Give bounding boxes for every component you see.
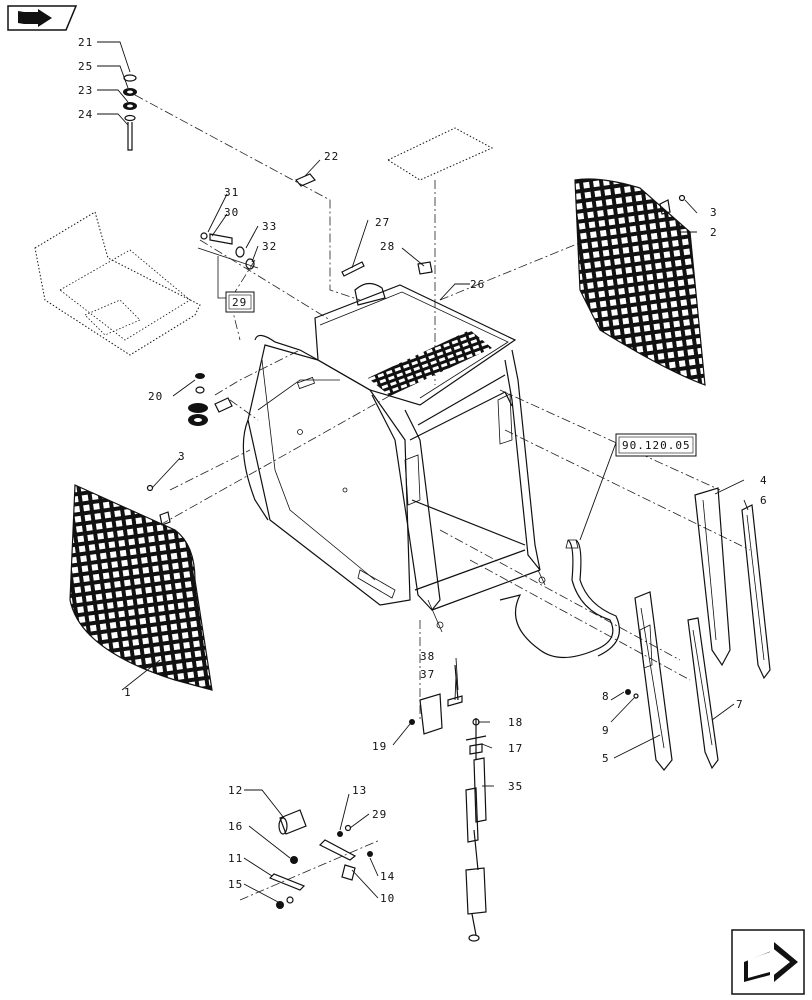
callouts: 21 25 23 24 22 31 30 33 32 27 28 26 20 3… xyxy=(78,36,768,905)
callout-8: 8 xyxy=(602,690,610,703)
fastener-8-9 xyxy=(625,689,639,699)
hardware-30-33 xyxy=(197,232,259,299)
callout-28: 28 xyxy=(380,240,395,253)
left-side-screen xyxy=(69,484,213,691)
mount-20 xyxy=(188,373,233,426)
callout-3-left: 3 xyxy=(178,450,186,463)
callout-10: 10 xyxy=(380,892,395,905)
callout-30: 30 xyxy=(224,206,239,219)
callout-13: 13 xyxy=(352,784,367,797)
trim-rail-5 xyxy=(634,591,673,771)
callout-25: 25 xyxy=(78,60,93,73)
callout-21: 21 xyxy=(78,36,93,49)
callout-1: 1 xyxy=(124,686,132,699)
callout-12: 12 xyxy=(228,784,243,797)
callout-24: 24 xyxy=(78,108,93,121)
gas-strut-35 xyxy=(465,718,487,942)
callout-33: 33 xyxy=(262,220,277,233)
callout-22: 22 xyxy=(324,150,339,163)
callout-7: 7 xyxy=(736,698,744,711)
callout-29: 29 xyxy=(372,808,387,821)
callout-31: 31 xyxy=(224,186,239,199)
callout-15: 15 xyxy=(228,878,243,891)
callout-16: 16 xyxy=(228,820,243,833)
callout-18: 18 xyxy=(508,716,523,729)
bracket-37-38 xyxy=(409,664,463,735)
linkage-10-16 xyxy=(268,809,373,909)
hardware-stack-21-24 xyxy=(123,74,137,151)
next-page-arrow-icon[interactable] xyxy=(731,929,805,995)
callout-19: 19 xyxy=(372,740,387,753)
ref-box-29[interactable]: 29 xyxy=(225,291,255,313)
callout-9: 9 xyxy=(602,724,610,737)
callout-5: 5 xyxy=(602,752,610,765)
callout-11: 11 xyxy=(228,852,243,865)
roof-glass-panel xyxy=(386,127,494,181)
callout-20: 20 xyxy=(148,390,163,403)
callout-32: 32 xyxy=(262,240,277,253)
trim-rail-6 xyxy=(741,504,771,680)
callout-26: 26 xyxy=(470,278,485,291)
book-arrow-icon[interactable] xyxy=(7,5,78,31)
ref-box-29-label: 29 xyxy=(232,296,247,309)
screw-3-right xyxy=(659,194,686,215)
ref-box-section[interactable]: 90.120.05 xyxy=(615,433,697,457)
callout-14: 14 xyxy=(380,870,395,883)
trim-rail-4 xyxy=(694,487,731,667)
hardware-27-28 xyxy=(341,261,433,277)
callout-27: 27 xyxy=(375,216,390,229)
wiring-harness xyxy=(499,539,620,659)
callout-23: 23 xyxy=(78,84,93,97)
floor-plate xyxy=(34,211,201,356)
right-side-screen xyxy=(574,178,706,386)
ref-box-section-label: 90.120.05 xyxy=(622,439,691,452)
callout-4: 4 xyxy=(760,474,768,487)
callout-38: 38 xyxy=(420,650,435,663)
callout-6: 6 xyxy=(760,494,768,507)
callout-2: 2 xyxy=(710,226,718,239)
trim-rail-7 xyxy=(687,617,719,770)
callout-17: 17 xyxy=(508,742,523,755)
roof-vent-grille xyxy=(368,330,492,396)
callout-35: 35 xyxy=(508,780,523,793)
cab-frame xyxy=(242,282,546,633)
callout-3-right: 3 xyxy=(710,206,718,219)
leader-lines xyxy=(97,41,749,903)
callout-37: 37 xyxy=(420,668,435,681)
